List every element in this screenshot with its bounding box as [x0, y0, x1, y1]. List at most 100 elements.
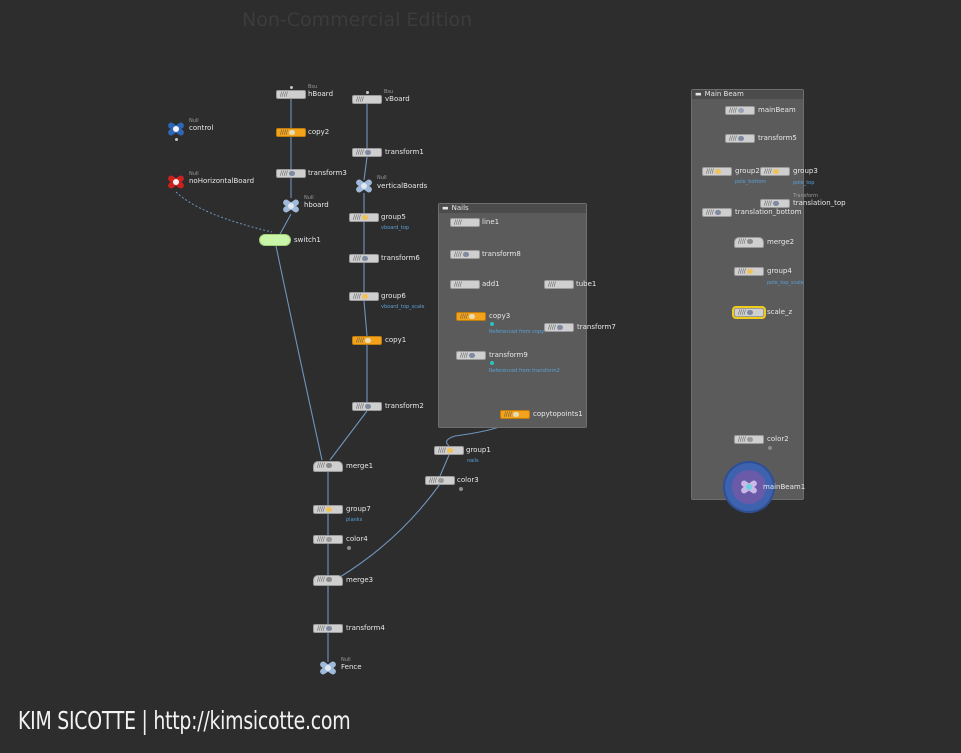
striped-tile-icon[interactable]: / / / / — [725, 106, 755, 115]
striped-tile-icon[interactable]: / / / / — [276, 90, 306, 99]
node-flag: Bsu — [308, 84, 318, 90]
node-label: transform7 — [577, 323, 616, 331]
striped-tile-icon[interactable]: / / / / — [313, 535, 343, 544]
striped-tile-icon[interactable]: / / / / — [734, 237, 764, 248]
node-flag: Null — [341, 657, 351, 663]
network-box-label: Nails — [451, 204, 469, 212]
node-label: hboard — [304, 201, 329, 209]
network-box-label: Main Beam — [704, 90, 744, 98]
input-port[interactable] — [366, 91, 369, 94]
network-box-title[interactable]: ▬Main Beam — [692, 90, 803, 99]
striped-tile-icon[interactable]: / / / / — [734, 435, 764, 444]
node-label: group1 — [466, 446, 491, 454]
null-cross-icon[interactable] — [353, 178, 375, 194]
reference-dot-icon — [490, 361, 494, 365]
striped-tile-icon[interactable]: / / / / — [352, 148, 382, 157]
node-flag: Null — [304, 195, 314, 201]
node-comment: nails — [467, 458, 479, 464]
node-label: line1 — [482, 218, 500, 226]
collapse-icon[interactable]: ▬ — [695, 90, 702, 98]
node-label: copy3 — [489, 312, 511, 320]
output-port[interactable] — [175, 138, 178, 141]
node-label: mainBeam1 — [763, 483, 806, 491]
node-label: vBoard — [385, 95, 410, 103]
node-label: color2 — [767, 435, 789, 443]
striped-tile-icon[interactable]: / / / / — [276, 128, 306, 137]
node-label: merge3 — [346, 576, 374, 584]
striped-tile-icon[interactable]: / / / / — [425, 476, 455, 485]
node-label: transform1 — [385, 148, 424, 156]
node-comment: vboard_top_scale — [381, 304, 425, 310]
null-cross-icon[interactable] — [738, 479, 760, 495]
striped-tile-icon[interactable]: / / / / — [450, 250, 480, 259]
node-label: hBoard — [308, 90, 334, 98]
node-label: copy2 — [308, 128, 330, 136]
striped-tile-icon[interactable]: / / / / — [456, 351, 486, 360]
node-flag: Null — [377, 175, 387, 181]
striped-tile-icon[interactable]: / / / / — [450, 280, 480, 289]
node-label: copytopoints1 — [533, 410, 583, 418]
node-comment: Referenced from copy — [489, 329, 545, 335]
striped-tile-icon[interactable]: / / / / — [760, 199, 790, 208]
striped-tile-icon[interactable]: / / / / — [276, 169, 306, 178]
node-label: verticalBoards — [377, 182, 428, 190]
node-flag: Null — [189, 171, 199, 177]
striped-tile-icon[interactable]: / / / / — [725, 134, 755, 143]
striped-tile-icon[interactable]: / / / / — [544, 323, 574, 332]
node-label: transform5 — [758, 134, 797, 142]
striped-tile-icon[interactable]: / / / / — [352, 336, 382, 345]
node-label: Fence — [341, 663, 362, 671]
striped-tile-icon[interactable]: / / / / — [702, 167, 732, 176]
null-cross-icon[interactable] — [280, 198, 302, 214]
striped-tile-icon[interactable]: / / / / — [456, 312, 486, 321]
node-label: group3 — [793, 167, 818, 175]
switch-oval-icon[interactable] — [259, 234, 291, 246]
striped-tile-icon[interactable]: / / / / — [313, 461, 343, 472]
node-label: copy1 — [385, 336, 407, 344]
node-flag: Transform — [793, 193, 818, 199]
node-label: translation_top — [793, 199, 846, 207]
reference-dot-icon — [490, 322, 494, 326]
striped-tile-icon[interactable]: / / / / — [544, 280, 574, 289]
striped-tile-icon[interactable]: / / / / — [313, 624, 343, 633]
striped-tile-icon[interactable]: / / / / — [349, 254, 379, 263]
node-label: add1 — [482, 280, 500, 288]
striped-tile-icon[interactable]: / / / / — [352, 95, 382, 104]
striped-tile-icon[interactable]: / / / / — [500, 410, 530, 419]
node-label: translation_bottom — [735, 208, 802, 216]
striped-tile-icon[interactable]: / / / / — [760, 167, 790, 176]
node-comment: pole_top — [793, 180, 815, 186]
node-flag: Null — [189, 118, 199, 124]
collapse-icon[interactable]: ▬ — [442, 204, 449, 212]
node-comment: planks — [346, 517, 363, 523]
node-label: color3 — [457, 476, 479, 484]
node-label: scale_z — [767, 308, 793, 316]
striped-tile-icon[interactable]: / / / / — [734, 267, 764, 276]
striped-tile-icon[interactable]: / / / / — [349, 292, 379, 301]
node-label: tube1 — [576, 280, 597, 288]
node-label: group7 — [346, 505, 371, 513]
striped-tile-icon[interactable]: / / / / — [450, 218, 480, 227]
striped-tile-icon[interactable]: / / / / — [434, 446, 464, 455]
attribute-dot-icon — [347, 546, 351, 550]
striped-tile-icon[interactable]: / / / / — [349, 213, 379, 222]
node-label: group4 — [767, 267, 792, 275]
node-label: transform6 — [381, 254, 420, 262]
node-label: mainBeam — [758, 106, 796, 114]
node-label: noHorizontalBoard — [189, 177, 255, 185]
striped-tile-icon[interactable]: / / / / — [732, 306, 766, 319]
node-label: transform8 — [482, 250, 521, 258]
striped-tile-icon[interactable]: / / / / — [313, 575, 343, 586]
input-port[interactable] — [290, 86, 293, 89]
network-box-main-beam[interactable]: ▬Main Beam — [691, 89, 804, 500]
null-cross-icon[interactable] — [165, 121, 187, 137]
node-label: group5 — [381, 213, 406, 221]
null-cross-icon[interactable] — [165, 174, 187, 190]
node-label: transform2 — [385, 402, 424, 410]
author-credit: KIM SICOTTE | http://kimsicotte.com — [18, 706, 351, 735]
striped-tile-icon[interactable]: / / / / — [352, 402, 382, 411]
striped-tile-icon[interactable]: / / / / — [313, 505, 343, 514]
network-box-title[interactable]: ▬Nails — [439, 204, 586, 213]
striped-tile-icon[interactable]: / / / / — [702, 208, 732, 217]
null-cross-icon[interactable] — [317, 660, 339, 676]
